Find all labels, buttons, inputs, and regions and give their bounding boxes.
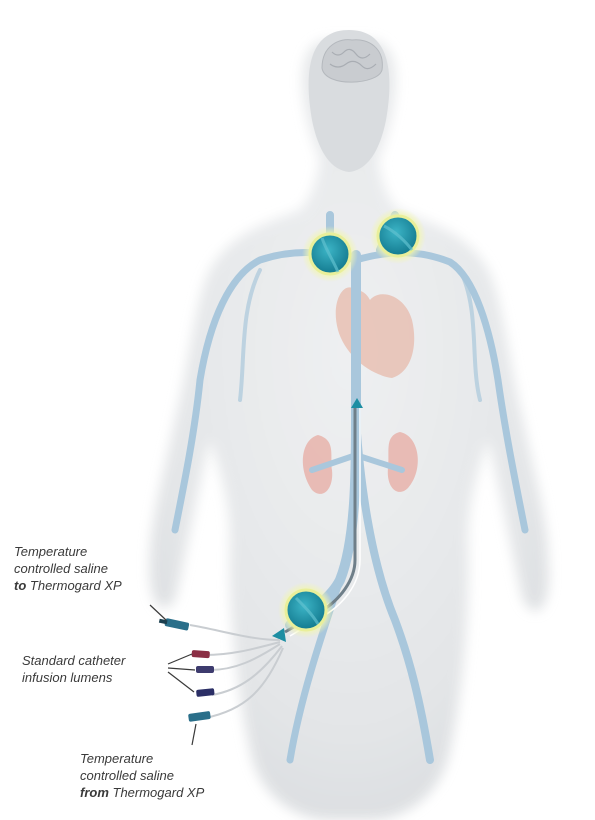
body-silhouette: [150, 30, 549, 820]
label-saline-from-thermogard: Temperature controlled saline from Therm…: [80, 750, 204, 801]
label-saline-from-rest: Thermogard XP: [109, 785, 204, 800]
target-circle-right-neck: [302, 226, 358, 282]
target-circle-left-neck: [370, 208, 426, 264]
hub-lumen-2: [196, 666, 214, 673]
label-saline-from-line3: from Thermogard XP: [80, 784, 204, 801]
label-standard-lumens-line1: Standard catheter: [22, 652, 125, 669]
label-saline-to-bold: to: [14, 578, 26, 593]
label-standard-lumens-line2: infusion lumens: [22, 669, 125, 686]
hub-lumen-1: [192, 650, 210, 658]
label-saline-to-rest: Thermogard XP: [26, 578, 121, 593]
label-saline-to-line2: controlled saline: [14, 560, 122, 577]
label-saline-to-line3: to Thermogard XP: [14, 577, 122, 594]
label-saline-from-bold: from: [80, 785, 109, 800]
label-saline-to-thermogard: Temperature controlled saline to Thermog…: [14, 543, 122, 594]
hub-saline-to: [158, 617, 189, 631]
hub-saline-from: [188, 711, 211, 722]
hub-lumen-3: [196, 688, 215, 697]
label-saline-to-line1: Temperature: [14, 543, 122, 560]
target-circle-femoral: [278, 582, 334, 638]
label-standard-lumens: Standard catheter infusion lumens: [22, 652, 125, 686]
label-saline-from-line2: controlled saline: [80, 767, 204, 784]
label-saline-from-line1: Temperature: [80, 750, 204, 767]
brain: [322, 40, 382, 82]
